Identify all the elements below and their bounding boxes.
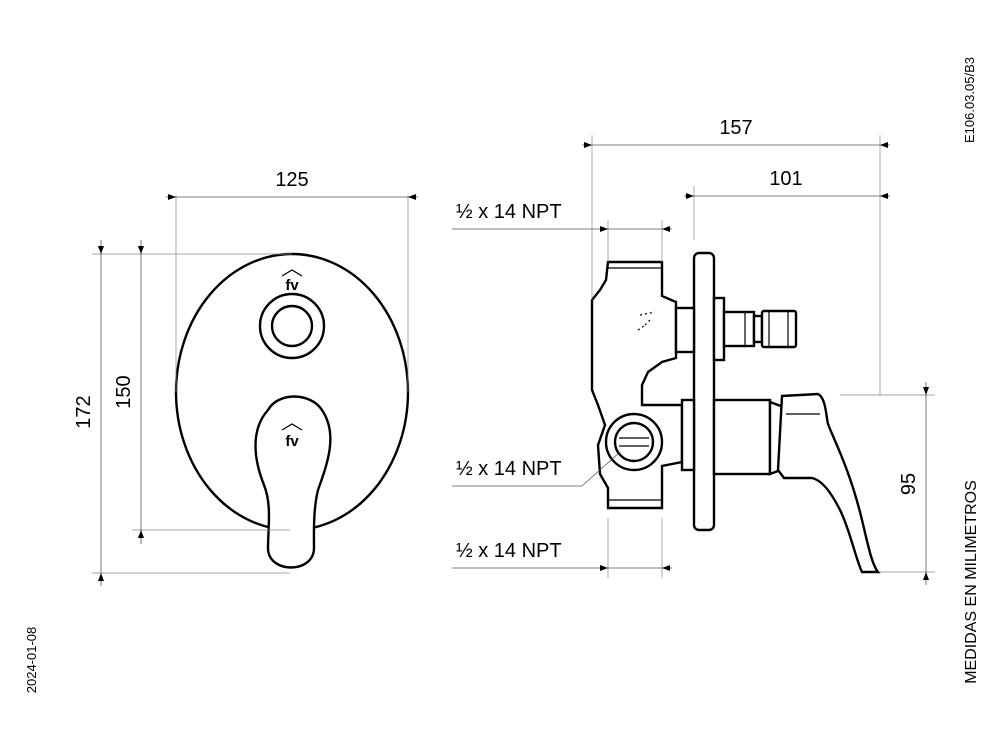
depth-trim-label: 101 — [769, 168, 802, 190]
thread-bottom-label: ½ x 14 NPT — [456, 540, 562, 562]
lever-handle — [254, 395, 332, 569]
dimension-height-total: 172 — [73, 240, 292, 586]
side-view: 157 101 ½ x 14 NPT ½ x 14 NPT — [452, 117, 935, 585]
cartridge-housing — [680, 398, 788, 476]
depth-total-label: 157 — [719, 117, 752, 139]
front-view: fv fv 125 172 — [73, 169, 418, 586]
lever-side — [776, 392, 881, 574]
diverter-knob-inner — [270, 304, 314, 348]
units-note: MEDIDAS EN MILIMETROS — [963, 480, 980, 684]
width-label: 125 — [275, 169, 308, 191]
dimension-height-plate: 150 — [113, 240, 290, 544]
dimension-depth-total: 157 — [582, 117, 890, 395]
logo-text-handle: fv — [285, 433, 299, 450]
dimension-depth-trim: 101 — [684, 168, 890, 240]
thread-boss-inner — [613, 421, 655, 463]
thread-callout-bottom: ½ x 14 NPT — [452, 518, 672, 578]
valve-body — [590, 260, 684, 510]
height-total-label: 172 — [73, 395, 95, 428]
thread-middle-label: ½ x 14 NPT — [456, 458, 562, 480]
thread-callout-top: ½ x 14 NPT — [452, 201, 672, 262]
spout-height-label: 95 — [898, 473, 920, 495]
trim-plate-side — [692, 251, 716, 532]
fv-logo-top: fv — [281, 269, 303, 294]
dimension-spout-height: 95 — [840, 382, 935, 585]
dimension-width: 125 — [166, 169, 418, 392]
logo-text-top: fv — [285, 277, 299, 294]
thread-callout-middle: ½ x 14 NPT — [452, 451, 621, 487]
fv-logo-handle: fv — [281, 423, 303, 450]
drawing-date: 2024-01-08 — [24, 627, 39, 694]
diverter-stem — [674, 296, 798, 362]
height-plate-label: 150 — [113, 375, 135, 408]
thread-top-label: ½ x 14 NPT — [456, 201, 562, 223]
document-code: E106.03.05/B3 — [962, 57, 977, 143]
